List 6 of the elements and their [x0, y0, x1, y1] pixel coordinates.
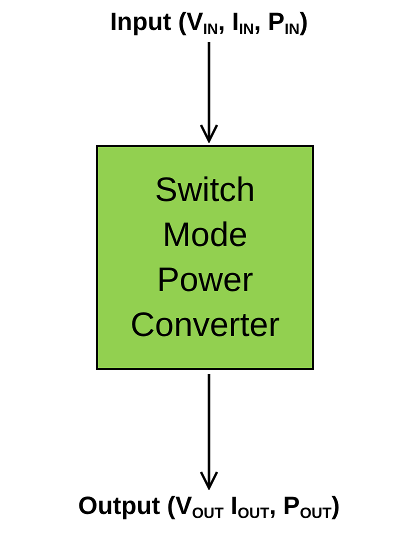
- arrow: [200, 374, 218, 490]
- process-box: [96, 145, 314, 370]
- box-label: Switch Mode Power Converter: [129, 170, 281, 346]
- arrow: [200, 42, 218, 142]
- terminal-label: Input (V$_{IN}$, I$_{IN}$, P$_{IN}$): [110, 8, 308, 38]
- terminal-label: Output (V$_{OUT}$ I$_{OUT}$, P$_{OUT}$): [78, 492, 340, 522]
